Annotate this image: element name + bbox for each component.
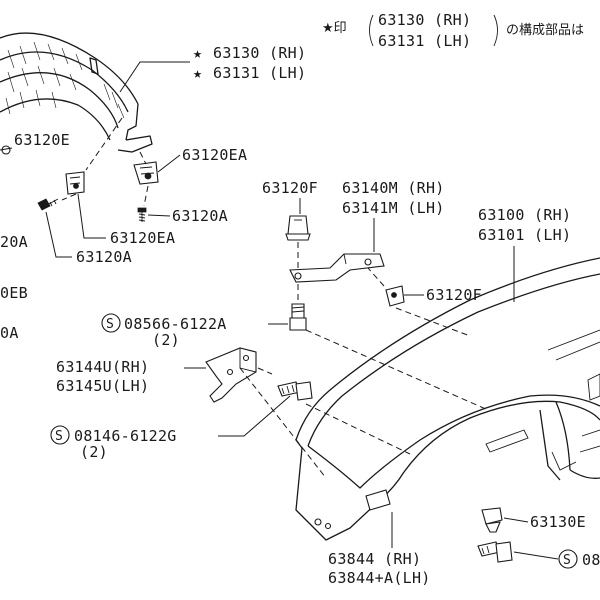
- leader-63120A-mid: [45, 211, 72, 258]
- label-right-08: 08: [582, 551, 600, 569]
- guide-shield-3: [61, 193, 77, 201]
- s-mark-right-text: S: [563, 553, 571, 568]
- label-63120A-mid: 63120A: [76, 248, 132, 266]
- label-63120A-top: 63120A: [172, 207, 228, 225]
- bracket-63144U-part: [205, 347, 257, 403]
- guide-clip-right: [367, 267, 385, 287]
- leader-63130E: [503, 517, 529, 523]
- guide-bracket: [257, 367, 273, 375]
- leader-63120E: [0, 147, 13, 151]
- label-63140M: 63140M (RH): [342, 179, 445, 197]
- label-63141M: 63141M (LH): [342, 199, 445, 217]
- label-63131-lh: 63131 (LH): [213, 64, 306, 82]
- clip-63120EA-top-part: [133, 161, 159, 185]
- s-mark-08566: [101, 313, 121, 333]
- leader-63120A-top: [147, 214, 171, 217]
- label-left-0A: 0A: [0, 324, 19, 342]
- leader-63120EA-mid: [77, 193, 106, 239]
- label-63120F-right: 63120F: [426, 286, 482, 304]
- leader-right-08: [513, 551, 559, 560]
- clip-63120EA-mid-part: [65, 171, 85, 195]
- leader-63130: [119, 61, 190, 93]
- splash-shield: [0, 32, 153, 155]
- label-63120E: 63120E: [14, 131, 70, 149]
- guide-08566-fender: [305, 329, 489, 411]
- clip-63120F-right-part: [385, 285, 405, 307]
- label-63844-lh: 63844+A(LH): [328, 569, 431, 587]
- clip-63130E-part: [481, 507, 503, 533]
- label-left-20A: 20A: [0, 233, 28, 251]
- fender-part: [295, 257, 600, 541]
- legend-part-rh: 63130 (RH): [378, 11, 471, 29]
- label-63101: 63101 (LH): [478, 226, 571, 244]
- s-mark-08146: [50, 425, 70, 445]
- bolt-08146-part: [277, 381, 313, 401]
- star-lh: ★: [193, 64, 202, 82]
- label-63120F-top: 63120F: [262, 179, 318, 197]
- guide-shield-1: [85, 117, 123, 171]
- label-63120EA-mid: 63120EA: [110, 229, 175, 247]
- leader-63120EA-top: [157, 154, 181, 173]
- label-63130E: 63130E: [530, 513, 586, 531]
- guide-shield-2: [139, 151, 147, 165]
- bolt-08566-part: [289, 303, 307, 331]
- label-63145U: 63145U(LH): [56, 377, 149, 395]
- s-mark-08146-text: S: [55, 429, 63, 444]
- label-08146: 08146-6122G: [74, 427, 177, 445]
- legend-part-lh: 63131 (LH): [378, 32, 471, 50]
- guide-shield-4: [143, 185, 149, 207]
- legend-right-paren: [493, 14, 498, 47]
- label-08566-qty: (2): [152, 331, 180, 349]
- screw-63120A-mid-part: [37, 198, 59, 211]
- leader-08146: [218, 395, 291, 437]
- s-mark-08566-text: S: [106, 317, 114, 332]
- guide-bolt-fender: [305, 403, 411, 455]
- clip-63120F-top-part: [285, 215, 311, 241]
- label-left-0EB: 0EB: [0, 284, 28, 302]
- legend-text: の構成部品は: [506, 23, 584, 38]
- guide-clip-fender: [395, 307, 471, 337]
- legend: ★印 63130 (RH) 63131 (LH) の構成部品は: [322, 11, 584, 50]
- guide-bracket-fender: [239, 367, 327, 479]
- label-08566: 08566-6122A: [124, 315, 227, 333]
- label-63100: 63100 (RH): [478, 206, 571, 224]
- bolt-bottom-right-part: [477, 541, 513, 563]
- label-63130-rh: 63130 (RH): [213, 44, 306, 62]
- screw-63120A-top-part: [137, 207, 147, 222]
- star-rh: ★: [193, 44, 202, 62]
- label-63844-rh: 63844 (RH): [328, 550, 421, 568]
- s-mark-right: [558, 549, 578, 569]
- bracket-63140M-part: [289, 253, 385, 283]
- legend-left-paren: [369, 14, 374, 47]
- legend-mark: ★印: [322, 21, 347, 36]
- label-08146-qty: (2): [80, 443, 108, 461]
- label-63144U: 63144U(RH): [56, 358, 149, 376]
- label-63120EA-top: 63120EA: [182, 146, 247, 164]
